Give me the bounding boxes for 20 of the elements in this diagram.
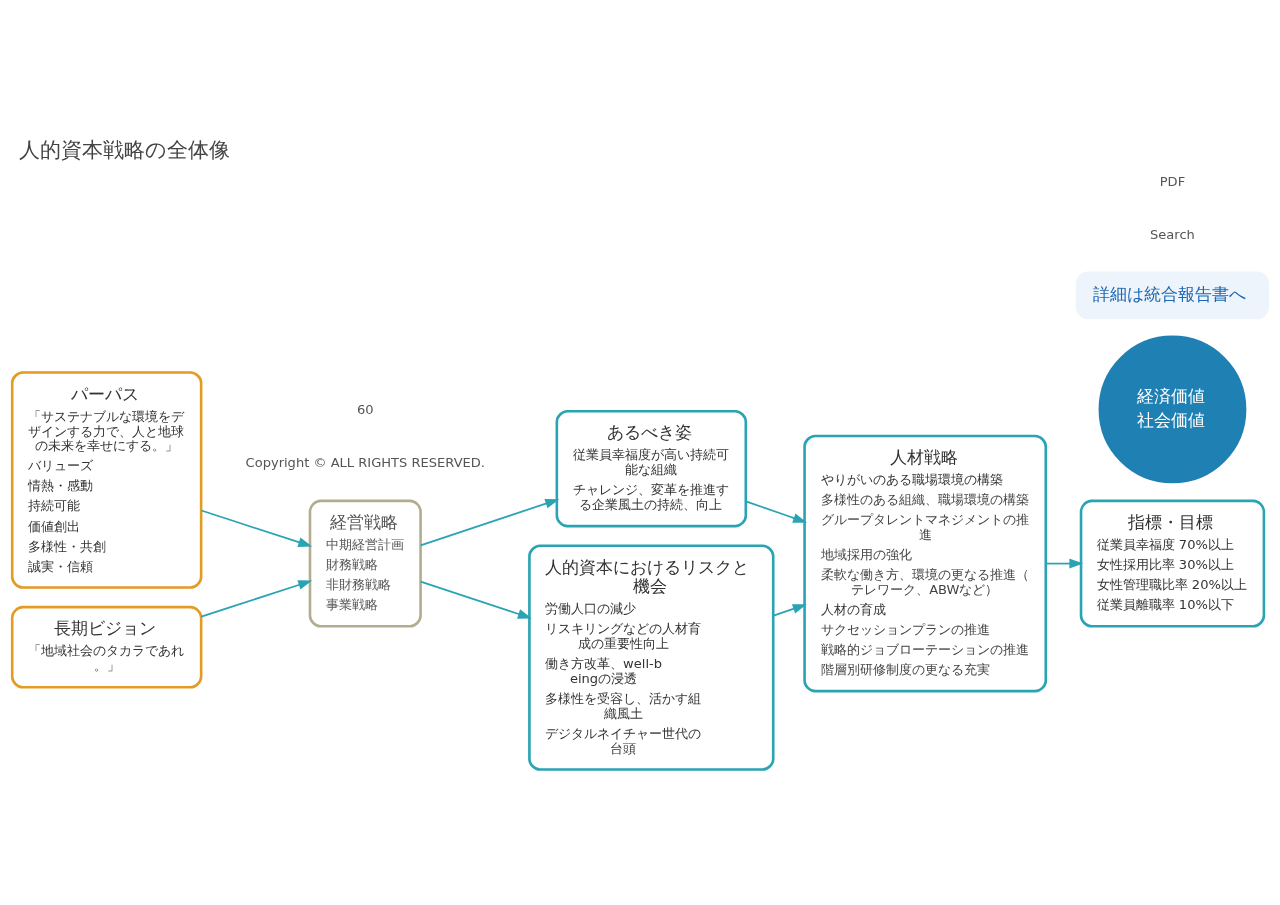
arrow [419, 498, 560, 546]
arrow [419, 580, 532, 619]
arrow [200, 579, 313, 617]
node-circle: 経済価値 社会価値 [1098, 335, 1247, 483]
arrow [744, 499, 807, 523]
node-box: 人的資本におけるリスクと機会 労働人口の減少 リスキリングなどの人材育成の重要性向上 働き方改革、well-beingの浸透 多様性を受容し、活かす組織風土 デジタルネイチャー世代の台頭 [528, 543, 775, 771]
label: Search [1150, 226, 1195, 242]
diagram-title: 人的資本戦略の全体像 [18, 137, 230, 162]
label: PDF [1159, 173, 1186, 189]
node-box: あるべき姿 従業員幸福度が高い持続可能な組織 チャレンジ、変革を推進する企業風土の持続、向上 [555, 409, 748, 527]
node-box: パーパス 「サステナブルな環境をデザインする力で、人と地球の未来を幸せにする。」 バリューズ 情熱・感動 持続可能 価値創出 多様性・共創 誠実・信頼 [10, 370, 203, 589]
arrow [1045, 558, 1084, 568]
arrow [200, 509, 313, 547]
label: 60 [356, 401, 374, 417]
node-box: 経営戦略 中期経営計画 財務戦略 非財務戦略 事業戦略 [308, 499, 422, 628]
arrow [772, 603, 807, 617]
node-box: 人材戦略 やりがいのある職場環境の構築 多様性のある組織、職場環境の構築 グループタレントマネジメントの推進 地域採用の強化 柔軟な働き方、環境の更なる推進（テレワーク、ABWなど） 人材の育成 サクセッションプランの推進 戦略的ジョブローテーションの推進 階層別研修制度の更なる充実 [803, 434, 1048, 692]
node-box: 指標・目標 従業員幸福度 70%以上 女性採用比率 30%以上 女性管理職比率 20%以上 従業員離職率 10%以下 [1079, 499, 1266, 628]
node-box: 長期ビジョン 「地域社会のタカラであれ。」 [10, 605, 203, 689]
label: Copyright © ALL RIGHTS RESERVED. [245, 454, 486, 470]
